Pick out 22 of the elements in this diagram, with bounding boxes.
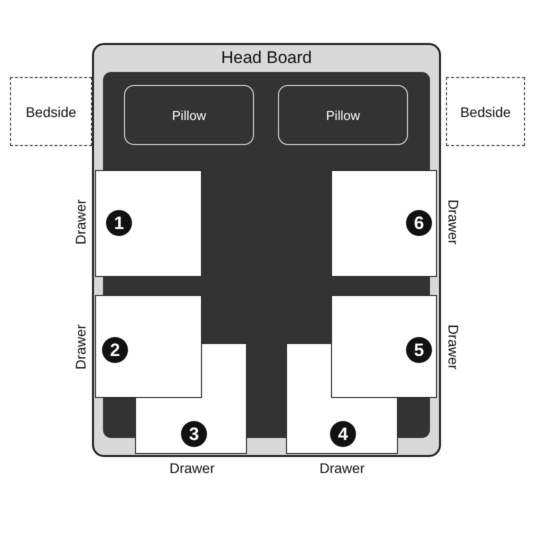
side-label: Drawer xyxy=(72,199,88,245)
callout-number: 2 xyxy=(102,337,128,363)
side-label: Drawer xyxy=(445,324,462,370)
drawer xyxy=(95,295,202,398)
bedside-table: Bedside xyxy=(446,77,525,146)
callout-number: 1 xyxy=(106,210,132,236)
callout-number: 6 xyxy=(406,210,432,236)
callout-number: 4 xyxy=(330,421,356,447)
side-label: Drawer xyxy=(170,460,215,476)
side-label: Drawer xyxy=(72,324,88,370)
pillow: Pillow xyxy=(278,85,408,145)
callout-number: 5 xyxy=(406,337,432,363)
drawer xyxy=(331,295,437,398)
heading: Head Board xyxy=(220,48,313,68)
callout-number: 3 xyxy=(181,421,207,447)
side-label: Drawer xyxy=(320,460,365,476)
bedside-table: Bedside xyxy=(10,77,92,146)
drawer xyxy=(95,170,202,277)
side-label: Drawer xyxy=(445,199,462,245)
drawer xyxy=(331,170,437,277)
bed-frame xyxy=(92,43,441,457)
pillow: Pillow xyxy=(124,85,254,145)
